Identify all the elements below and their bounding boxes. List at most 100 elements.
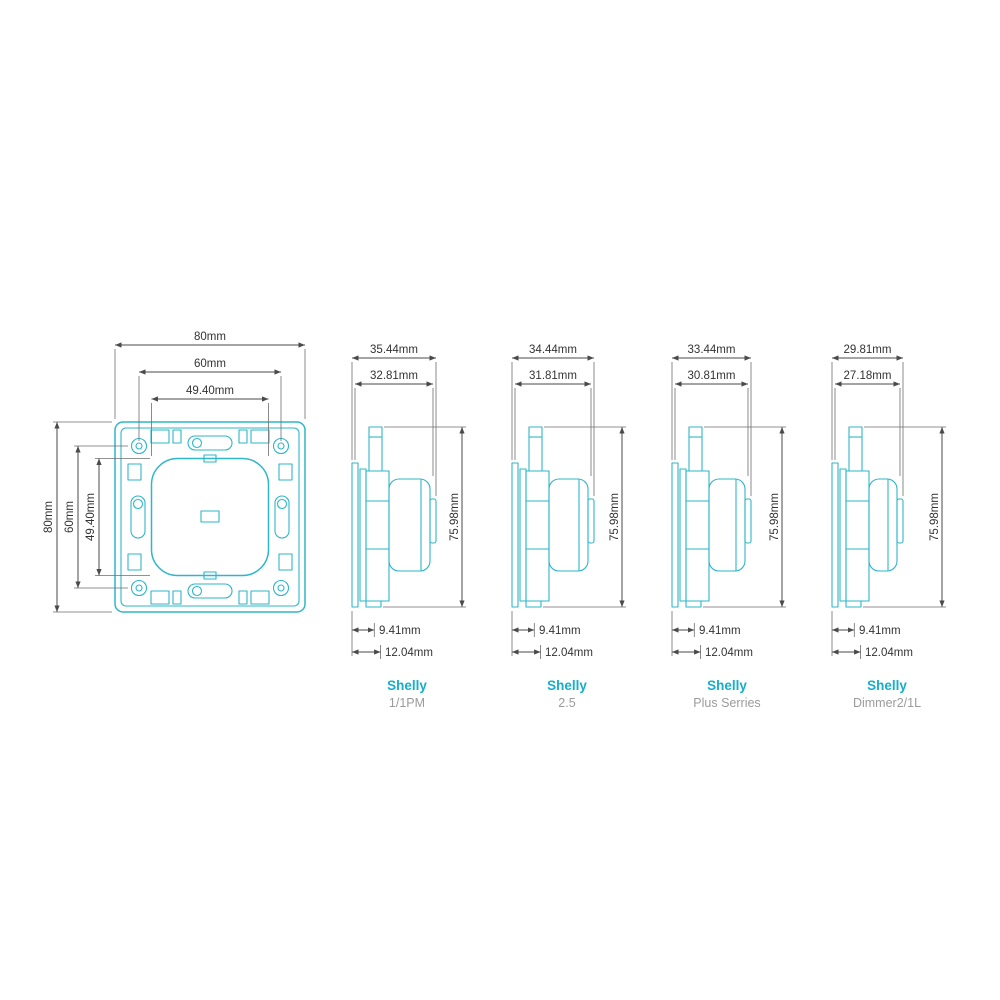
screw-hole-center — [135, 442, 143, 450]
mid-plate — [519, 468, 527, 602]
dim-label: 75.98mm — [449, 493, 461, 541]
clip — [150, 429, 170, 444]
screw-hole — [130, 579, 148, 597]
device-profile — [351, 426, 437, 608]
dim-label: 34.44mm — [529, 344, 577, 356]
front-dim-height-outer: 80mm — [43, 421, 112, 613]
dim-height: 75.98mm — [703, 426, 786, 608]
screw-hole-center — [277, 584, 285, 592]
dim-width-outer: 29.81mm — [831, 344, 904, 496]
clip — [278, 553, 293, 571]
clip — [127, 553, 142, 571]
opening-bottom-notch — [203, 571, 217, 580]
side-view-1: 35.44mm 32.81mm 75.98mm 9.41mm 12.04mm S… — [351, 344, 466, 710]
dim-height: 75.98mm — [383, 426, 466, 608]
terminal-nub — [429, 498, 437, 544]
mid-plate — [359, 468, 367, 602]
dim-label: 12.04mm — [385, 647, 433, 659]
relay-body — [548, 478, 589, 572]
chassis — [845, 470, 870, 602]
screw-hole — [272, 579, 290, 597]
relay-body — [868, 478, 898, 572]
rear-plate — [351, 462, 359, 608]
product-model: 1/1PM — [389, 696, 425, 710]
terminal-nub — [587, 498, 595, 544]
screw-hole-center — [277, 442, 285, 450]
bottom-foot — [685, 600, 702, 608]
keyhole-slots — [130, 435, 290, 599]
keyhole-left-hole — [132, 498, 144, 510]
keyhole-right-hole — [276, 498, 288, 510]
clip — [127, 463, 142, 481]
dim-label: 33.44mm — [688, 344, 736, 356]
dim-label: 12.04mm — [705, 647, 753, 659]
dim-width-outer: 33.44mm — [671, 344, 752, 496]
mid-plate — [679, 468, 687, 602]
keyhole-left — [130, 495, 146, 539]
dim-label: 32.81mm — [370, 370, 418, 382]
relay-body — [708, 478, 746, 572]
dim-depth-inner: 9.41mm — [831, 611, 901, 656]
side-view-2: 34.44mm 31.81mm 75.98mm 9.41mm 12.04mm S… — [511, 344, 626, 710]
dim-label: 9.41mm — [859, 625, 901, 637]
terminal-nub — [744, 498, 752, 544]
dim-depth-outer: 12.04mm — [352, 645, 433, 659]
dim-label: 12.04mm — [865, 647, 913, 659]
opening-top-notch — [203, 454, 217, 463]
dim-height: 75.98mm — [543, 426, 626, 608]
dim-label: 75.98mm — [929, 493, 941, 541]
mounting-clips — [127, 429, 293, 605]
product-brand: Shelly — [867, 678, 907, 693]
clip — [172, 590, 182, 605]
device-profile — [671, 426, 752, 608]
front-dim-height-inner: 49.40mm — [85, 458, 150, 576]
terminal-nub — [896, 498, 904, 544]
chassis — [365, 470, 390, 602]
frame-inner-edge — [120, 427, 300, 607]
dim-label: 9.41mm — [699, 625, 741, 637]
side-view-4: 29.81mm 27.18mm 75.98mm 9.41mm 12.04mm S… — [831, 344, 946, 710]
bottom-foot — [365, 600, 382, 608]
product-brand: Shelly — [547, 678, 587, 693]
side-view-3: 33.44mm 30.81mm 75.98mm 9.41mm 12.04mm S… — [671, 344, 786, 710]
product-model: 2.5 — [558, 696, 575, 710]
dim-label: 27.18mm — [844, 370, 892, 382]
product-model: Plus Serries — [693, 696, 760, 710]
keyhole-right — [274, 495, 290, 539]
bottom-foot — [845, 600, 862, 608]
front-dim-width-mid: 60mm — [138, 358, 282, 441]
dim-depth-inner: 9.41mm — [351, 611, 421, 656]
dim-label-height-outer: 80mm — [43, 501, 55, 533]
dim-width-outer: 34.44mm — [511, 344, 595, 496]
dim-label-width-mid: 60mm — [194, 358, 226, 370]
clip — [172, 429, 182, 444]
dim-label: 9.41mm — [539, 625, 581, 637]
keyhole-top — [187, 435, 233, 451]
dim-width-inner: 30.81mm — [674, 370, 749, 476]
dim-width-inner: 27.18mm — [834, 370, 901, 476]
rear-plate — [671, 462, 679, 608]
dim-label-height-mid: 60mm — [64, 501, 76, 533]
dim-width-inner: 32.81mm — [354, 370, 434, 476]
clip — [250, 590, 270, 605]
keyhole-bottom-hole — [191, 585, 203, 597]
device-profile — [511, 426, 595, 608]
dim-label: 35.44mm — [370, 344, 418, 356]
clip — [150, 590, 170, 605]
mid-plate — [839, 468, 847, 602]
bottom-foot — [525, 600, 542, 608]
top-tab — [368, 426, 383, 472]
dim-label-width-outer: 80mm — [194, 331, 226, 343]
dim-label: 12.04mm — [545, 647, 593, 659]
chassis — [685, 470, 710, 602]
center-slot — [200, 510, 220, 523]
chassis — [525, 470, 550, 602]
front-dim-height-mid: 60mm — [64, 445, 128, 589]
dim-depth-inner: 9.41mm — [671, 611, 741, 656]
product-brand: Shelly — [707, 678, 747, 693]
clip — [278, 463, 293, 481]
rear-plate — [511, 462, 519, 608]
front-view — [114, 421, 306, 613]
dim-height: 75.98mm — [863, 426, 946, 608]
